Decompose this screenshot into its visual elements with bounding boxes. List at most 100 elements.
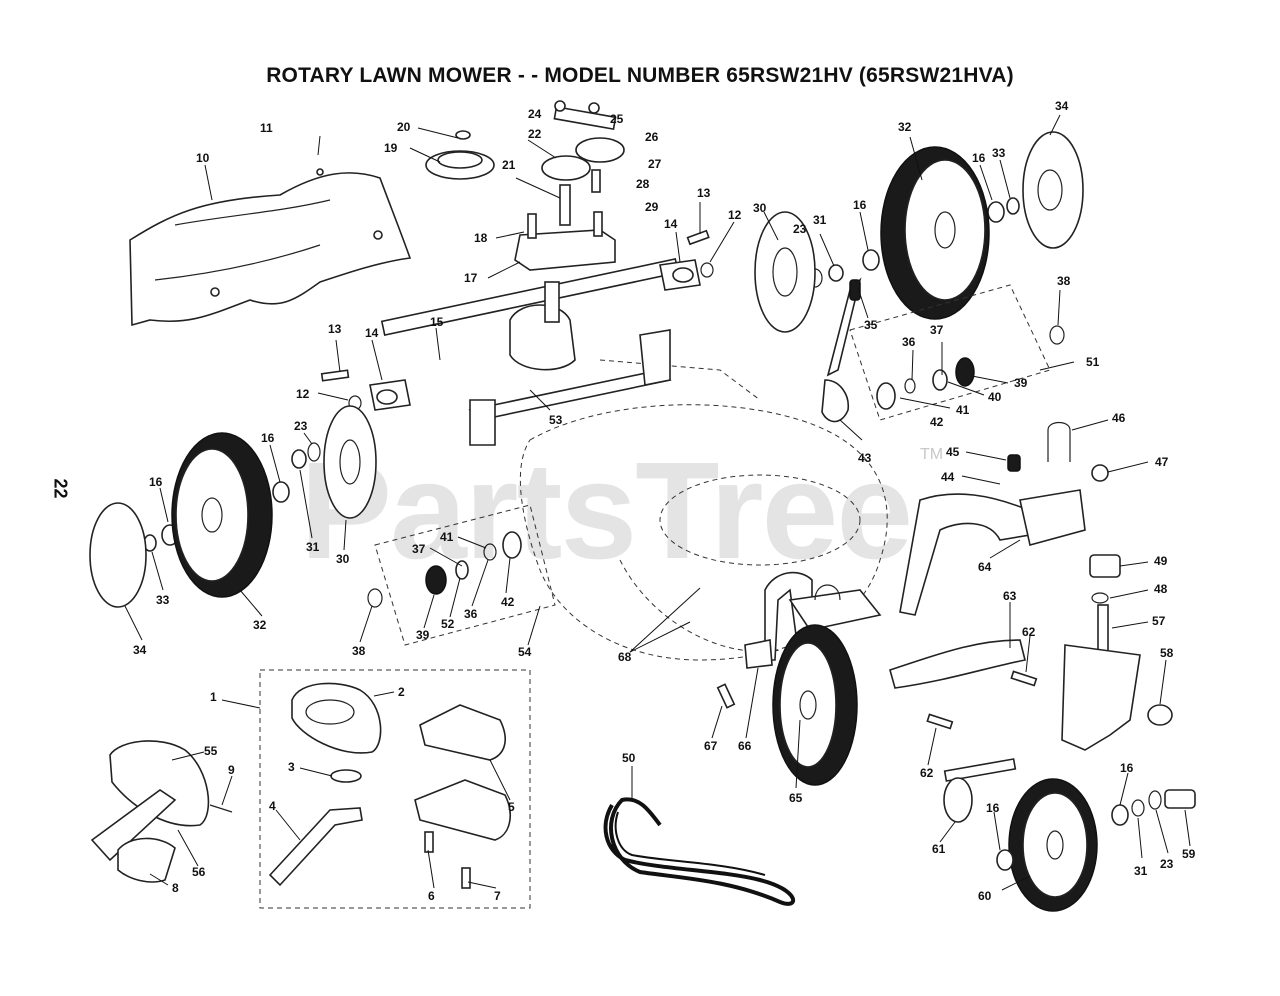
callout-39a: 39	[1014, 376, 1028, 390]
callout-30b: 30	[336, 552, 350, 566]
callout-8: 8	[172, 881, 179, 895]
callout-41a: 41	[956, 403, 970, 417]
callout-68: 68	[618, 650, 632, 664]
callout-17: 17	[464, 271, 478, 285]
callout-33b: 33	[156, 593, 170, 607]
callout-45: 45	[946, 445, 960, 459]
callout-2: 2	[398, 685, 405, 699]
callout-53: 53	[549, 413, 563, 427]
callout-30a: 30	[753, 201, 767, 215]
callout-23c: 23	[1160, 857, 1174, 871]
callout-62a: 62	[1022, 625, 1036, 639]
callout-35: 35	[864, 318, 878, 332]
callout-31a: 31	[813, 213, 827, 227]
callout-16c: 16	[261, 431, 275, 445]
callout-28: 28	[636, 177, 650, 191]
callout-9: 9	[228, 763, 235, 777]
callout-14b: 14	[365, 326, 379, 340]
callout-18: 18	[474, 231, 488, 245]
callout-61: 61	[932, 842, 946, 856]
callout-34a: 34	[1055, 99, 1069, 113]
callout-24: 24	[528, 107, 542, 121]
callout-38a: 38	[1057, 274, 1071, 288]
callout-65: 65	[789, 791, 803, 805]
callout-10: 10	[196, 151, 210, 165]
callout-33a: 33	[992, 146, 1006, 160]
bolts	[320, 229, 1038, 730]
front-caster-right	[943, 554, 1196, 912]
callout-1: 1	[210, 690, 217, 704]
callout-26: 26	[645, 130, 659, 144]
callout-16a: 16	[853, 198, 867, 212]
callout-40: 40	[988, 390, 1002, 404]
callout-32b: 32	[253, 618, 267, 632]
callout-14a: 14	[664, 217, 678, 231]
callout-50: 50	[622, 751, 636, 765]
handle-grip	[90, 740, 233, 883]
callout-63: 63	[1003, 589, 1017, 603]
gear-group-left	[367, 504, 556, 646]
callout-43: 43	[858, 451, 872, 465]
callout-22: 22	[528, 127, 542, 141]
callout-23a: 23	[793, 222, 807, 236]
callout-44: 44	[941, 470, 955, 484]
callout-59: 59	[1182, 847, 1196, 861]
callout-32a: 32	[898, 120, 912, 134]
callout-51: 51	[1086, 355, 1100, 369]
callout-56: 56	[192, 865, 206, 879]
callout-12b: 12	[296, 387, 310, 401]
callout-36a: 36	[902, 335, 916, 349]
callout-13b: 13	[328, 322, 342, 336]
callout-7: 7	[494, 889, 501, 903]
callout-5: 5	[508, 800, 515, 814]
rear-wheel-right	[880, 146, 990, 320]
callout-36b: 36	[464, 607, 478, 621]
callout-67: 67	[704, 739, 718, 753]
callout-62b: 62	[920, 766, 934, 780]
callout-47: 47	[1155, 455, 1169, 469]
hubcaps	[89, 131, 1084, 608]
callout-3: 3	[288, 760, 295, 774]
rear-wheel-left	[171, 432, 273, 598]
callout-4: 4	[269, 799, 276, 813]
callout-15: 15	[430, 315, 444, 329]
front-axle-bar	[889, 421, 1109, 689]
callout-27: 27	[648, 157, 662, 171]
callout-16d: 16	[149, 475, 163, 489]
callout-labels: 11 20 19 10 24 25 22 26 27 21 28 29 18 1…	[133, 99, 1196, 903]
rear-shield	[129, 168, 412, 327]
callout-29: 29	[645, 200, 659, 214]
watermark: PartsTree	[300, 434, 913, 588]
callout-57: 57	[1152, 614, 1166, 628]
callout-52: 52	[441, 617, 455, 631]
callout-23b: 23	[294, 419, 308, 433]
callout-49: 49	[1154, 554, 1168, 568]
callout-11: 11	[260, 121, 273, 135]
callout-19: 19	[384, 141, 398, 155]
callout-42a: 42	[930, 415, 944, 429]
callout-31b: 31	[306, 540, 320, 554]
handle-kit	[259, 669, 531, 909]
callout-6: 6	[428, 889, 435, 903]
pulley-assembly	[425, 100, 625, 271]
callout-39b: 39	[416, 628, 430, 642]
callout-31c: 31	[1134, 864, 1148, 878]
callout-42b: 42	[501, 595, 515, 609]
callout-12a: 12	[728, 208, 742, 222]
bushings	[369, 259, 701, 411]
callout-64: 64	[978, 560, 992, 574]
callout-54: 54	[518, 645, 532, 659]
watermark-tm: TM	[920, 446, 944, 463]
callout-37b: 37	[412, 542, 426, 556]
gear-group-right	[849, 284, 1065, 421]
callout-13a: 13	[697, 186, 711, 200]
callout-38b: 38	[352, 644, 366, 658]
drive-belt	[603, 797, 796, 906]
callout-55: 55	[204, 744, 218, 758]
callout-16f: 16	[1120, 761, 1134, 775]
callout-34b: 34	[133, 643, 147, 657]
callout-16b: 16	[972, 151, 986, 165]
callout-21: 21	[502, 158, 516, 172]
callout-20: 20	[397, 120, 411, 134]
